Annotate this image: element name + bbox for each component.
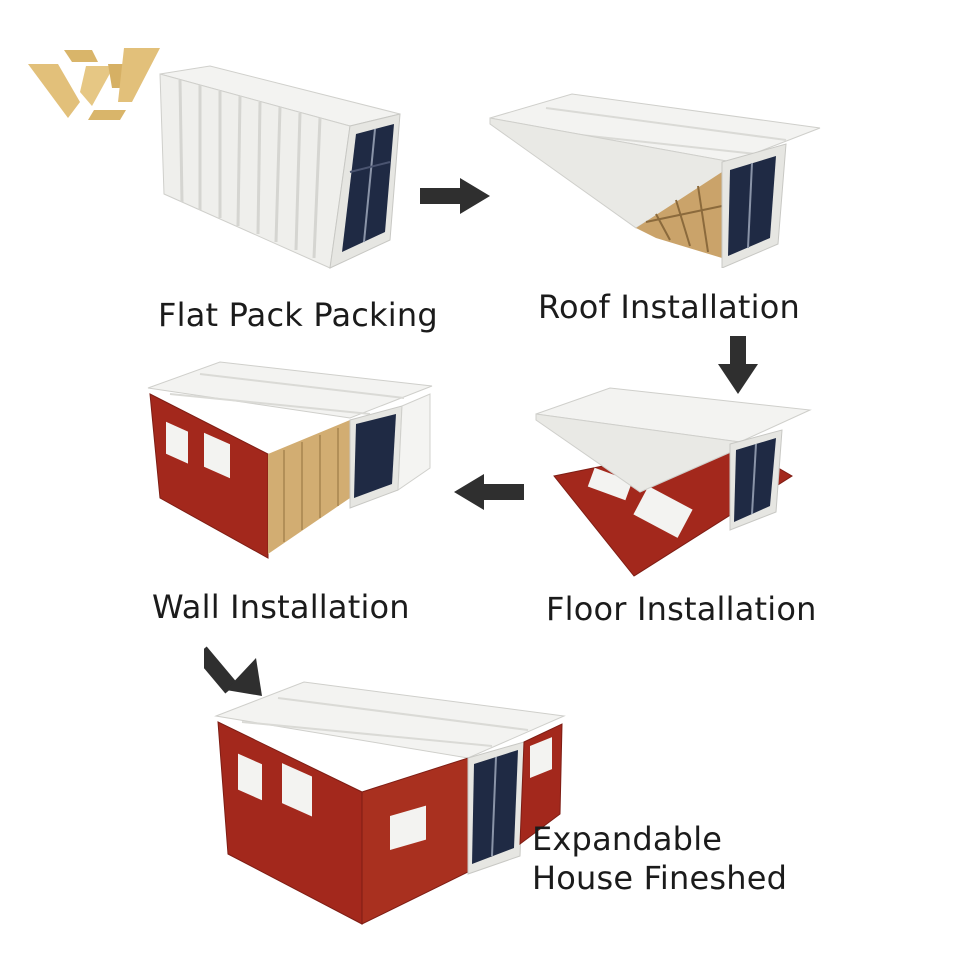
arrow-left-icon <box>454 474 524 510</box>
roof-installation-illustration <box>489 93 821 268</box>
flat-pack-container-illustration <box>159 65 401 269</box>
brand-logo <box>28 48 160 120</box>
floor-installation-label: Floor Installation <box>546 590 817 628</box>
finished-house-label-line2: House Fineshed <box>532 859 788 898</box>
finished-house-illustration <box>214 681 566 925</box>
arrow-down-icon <box>718 336 758 394</box>
finished-house-label: Expandable House Fineshed <box>532 820 787 898</box>
wall-installation-label: Wall Installation <box>152 588 410 626</box>
wall-installation-illustration <box>147 361 433 559</box>
floor-installation-illustration <box>535 387 812 577</box>
flat-pack-packing-label: Flat Pack Packing <box>158 296 438 334</box>
arrow-right-icon <box>420 178 490 214</box>
finished-house-label-line1: Expandable <box>532 820 723 858</box>
roof-installation-label: Roof Installation <box>538 288 801 326</box>
arrow-down-right-icon <box>204 646 262 696</box>
